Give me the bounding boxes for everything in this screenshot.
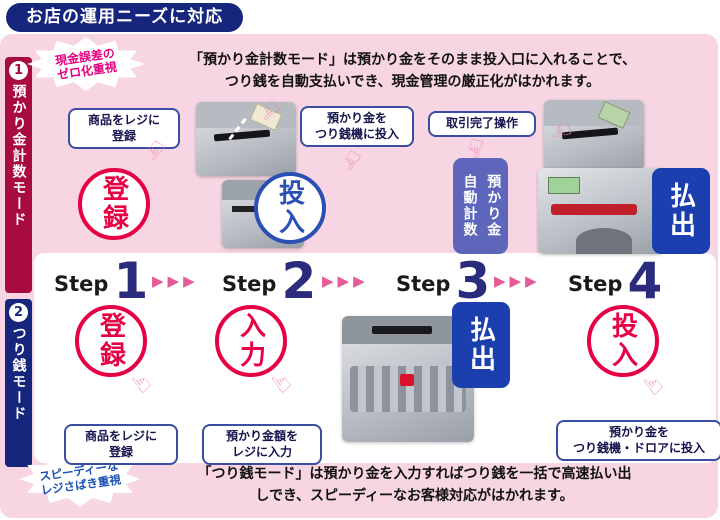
step2-number: 2 [281,251,317,310]
step3-tag-col1: 預かり金 [485,174,502,238]
mode2-description-line2: しでき、スピーディーなお客様対応がはかれます。 [255,487,574,504]
mode2-item1-bubble: 商品をレジに 登録 [64,424,178,466]
step3-word: Step [396,272,451,296]
step2-circle: 投入 [254,172,326,244]
mode1-label: 預かり金計数モード [10,84,27,228]
step-arrow-icon: ▶▶▶ [494,272,541,290]
step1-circle-label: 登録 [98,175,129,233]
mode1-burst: 現金誤差の ゼロ化重視 [26,36,146,92]
step1-bubble-line1: 商品をレジに [87,113,160,127]
mode1-description-line2: つり銭を自動支払いでき、現金管理の厳正化がはかれます。 [224,73,601,90]
step4-payout-box: 払出 [652,168,710,254]
mode2-item2-circle: 入力 [215,305,287,377]
step1-marker: Step 1 [54,251,149,310]
step1-word: Step [54,272,109,296]
mode2-item1-label: 登録 [95,312,126,370]
step4-marker: Step 4 [568,251,663,310]
step3-marker: Step 3 [396,251,491,310]
mode2-payout-label: 払出 [465,316,496,374]
mode1-description-line1: 「預かり金計数モード」は預かり金をそのまま投入口に入れることで、 [188,52,637,68]
mode2-burst: スピーディーな レジさばき重視 [18,450,142,508]
photo-bill-insert-2 [544,100,644,170]
mode2-item4-bubble-line2: つり銭機・ドロアに投入 [572,440,705,455]
mode2-item1-circle: 登録 [75,305,147,377]
mode2-item2-label: 入力 [235,312,266,370]
page-title: お店の運用ニーズに対応 [6,3,244,32]
step3-bubble: 取引完了操作 [428,111,536,137]
step-arrow-icon: ▶▶▶ [322,272,369,290]
mode2-item2-bubble-line2: レジに入力 [231,444,292,459]
mode2-item4-circle: 投入 [587,305,659,377]
step1-bubble-line2: 登録 [111,128,136,143]
photo-bill-insert [196,102,296,176]
step2-marker: Step 2 [222,251,317,310]
burst-shape [27,37,145,91]
step3-bubble-line1: 取引完了操作 [445,116,518,130]
photo-change-machine [538,168,664,254]
step2-bubble-line2: つり銭機に投入 [314,126,399,141]
mode2-item1-bubble-line2: 登録 [108,444,133,459]
step4-word: Step [568,272,623,296]
mode2-label: つり銭モード [10,326,27,422]
mode1-number-badge: 1 [9,61,28,80]
mode2-item4-label: 投入 [607,312,638,370]
step2-bubble: 預かり金を つり銭機に投入 [300,106,414,148]
step2-bubble-line1: 預かり金を [326,111,387,125]
step2-word: Step [222,272,277,296]
mode2-item2-bubble-line1: 預かり金額を [225,429,298,443]
burst-shape [19,451,141,507]
mode2-item4-bubble-line1: 預かり金を [608,425,669,439]
mode2-description: 「つり銭モード」は預かり金を入力すればつり銭を一括で高速払い出 しでき、スピーデ… [142,464,687,507]
mode2-payout-box: 払出 [452,302,510,388]
step3-tag-col2: 自動計数 [461,174,478,238]
step1-bubble: 商品をレジに 登録 [68,108,180,150]
mode2-item4-bubble: 預かり金を つり銭機・ドロアに投入 [556,420,720,462]
sidebar-mode2: 2 つり銭モード [5,299,32,467]
step1-circle: 登録 [78,168,150,240]
step4-payout-label: 払出 [665,182,696,240]
step-arrow-icon: ▶▶▶ [152,272,199,290]
mode2-item1-bubble-line1: 商品をレジに [84,429,157,443]
step2-circle-label: 投入 [274,179,305,237]
mode2-number-badge: 2 [9,303,28,322]
mode2-description-line1: 「つり銭モード」は預かり金を入力すればつり銭を一括で高速払い出 [197,466,632,482]
step1-number: 1 [113,251,149,310]
mode1-description: 「預かり金計数モード」は預かり金をそのまま投入口に入れることで、 つり銭を自動支… [150,50,675,93]
step3-number: 3 [455,251,491,310]
mode2-item2-bubble: 預かり金額を レジに入力 [202,424,322,466]
step3-tag: 預かり金 自動計数 [453,158,508,254]
step4-number: 4 [627,251,663,310]
sidebar-mode1: 1 預かり金計数モード [5,57,32,293]
